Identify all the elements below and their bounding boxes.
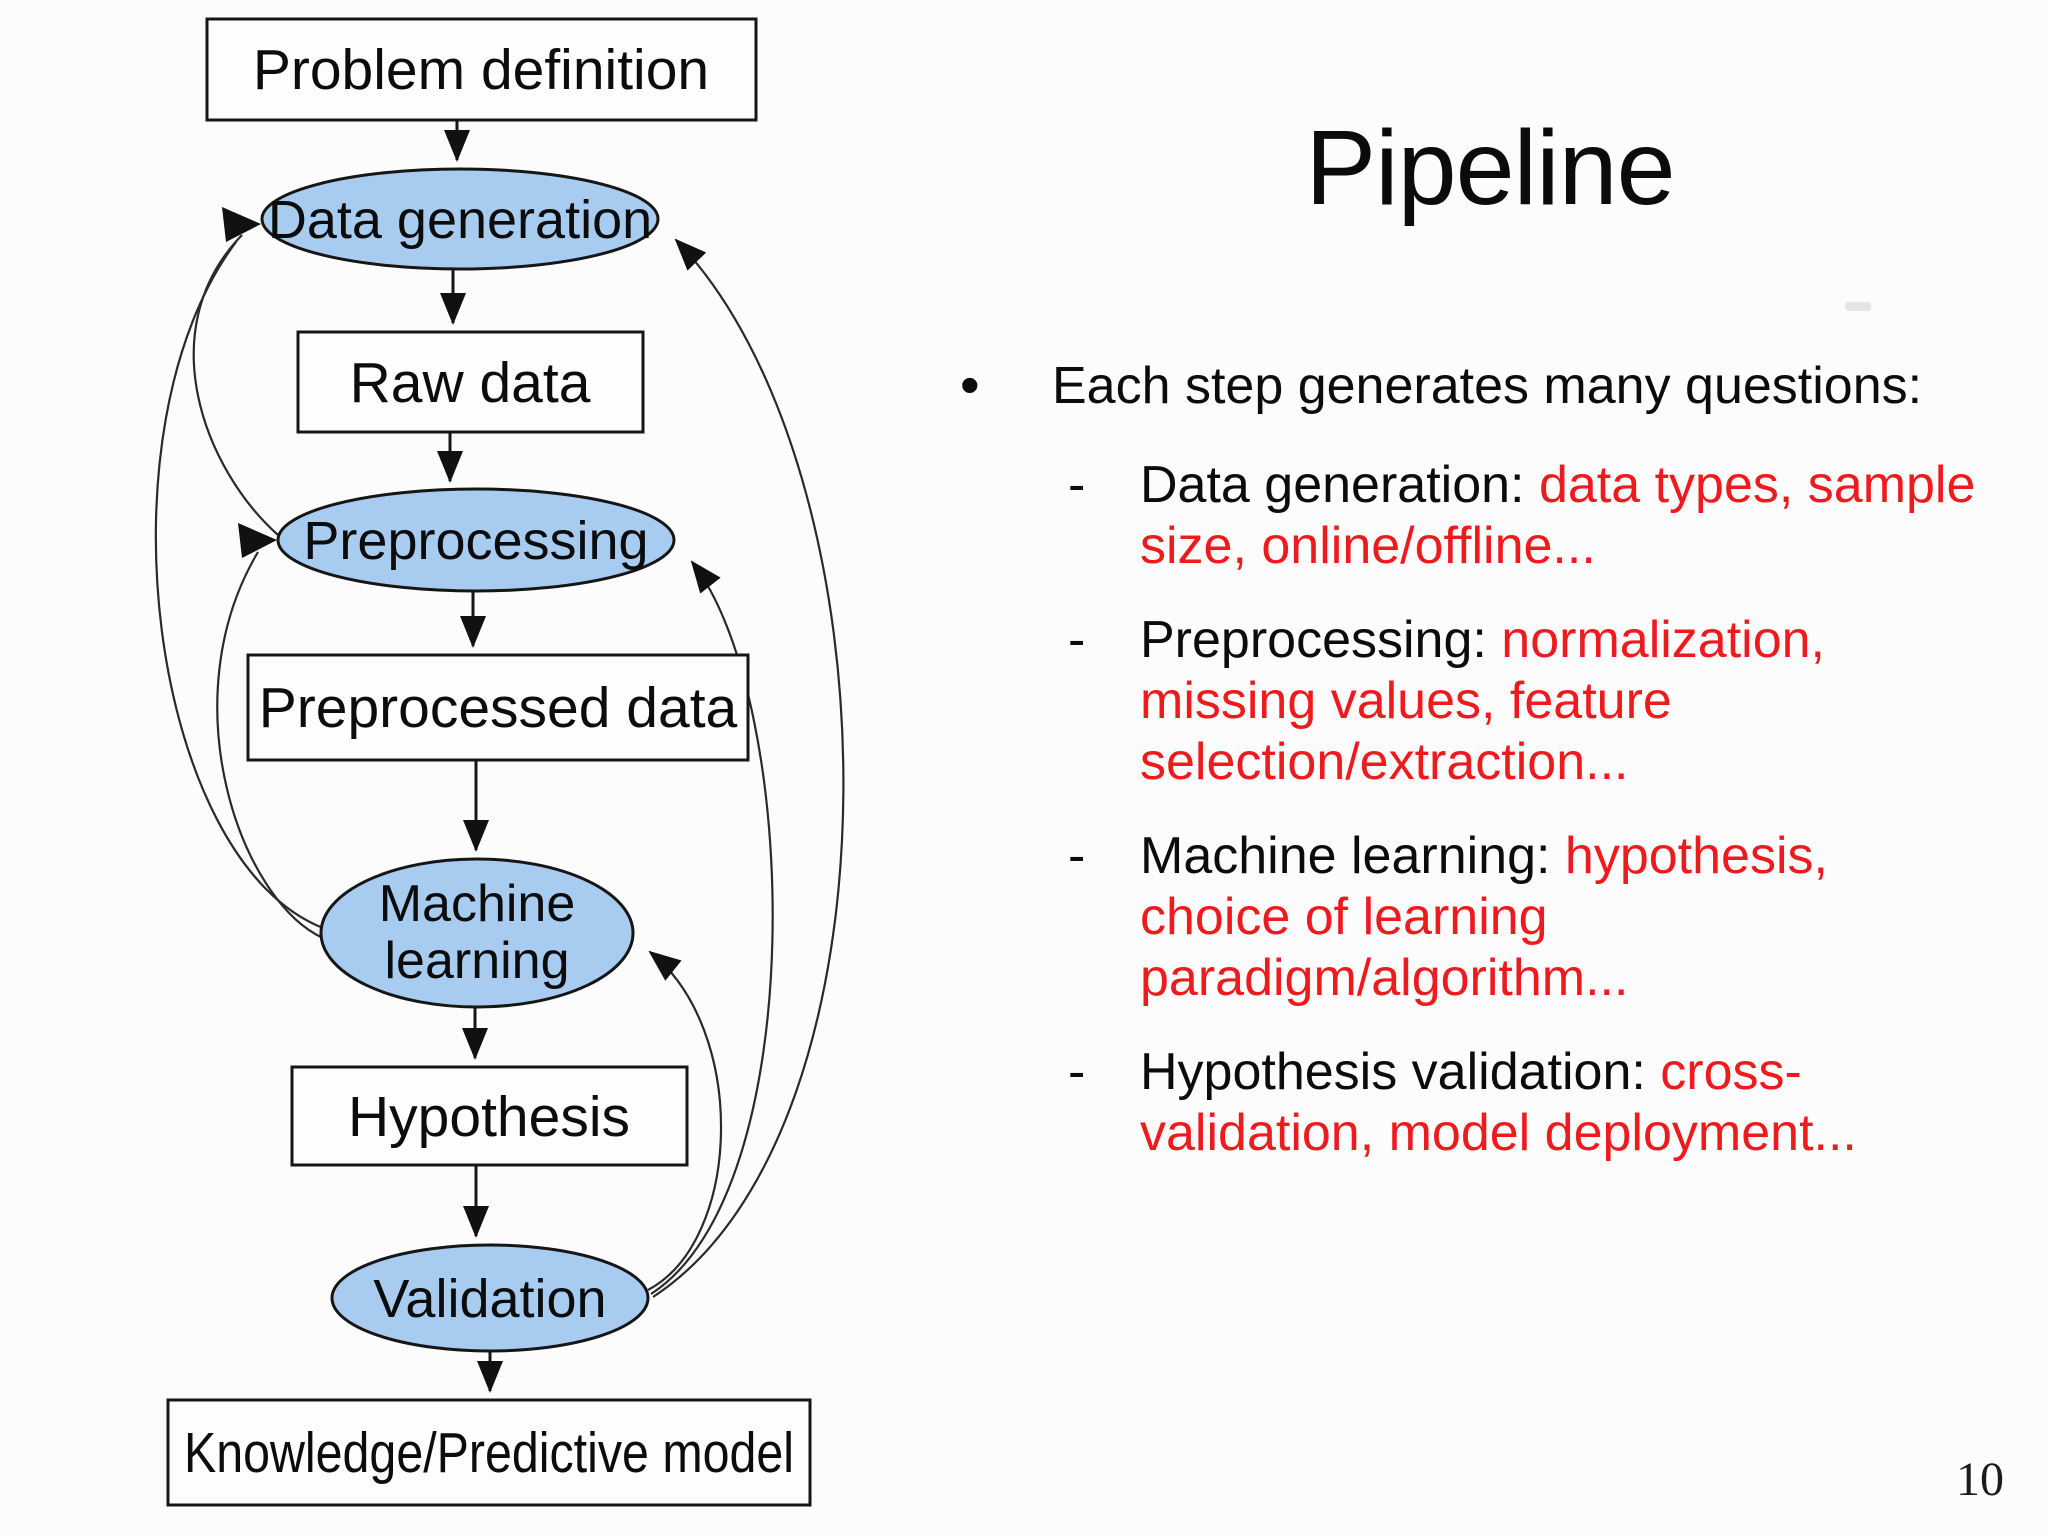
node-machine-learning-ellipse [319, 857, 635, 1009]
node-raw-data-label: Raw data [350, 351, 591, 415]
sub-bullet-preprocessing: - Preprocessing: normalization, missing … [1068, 610, 2048, 793]
feedback-arrow-machine-learning-to-data-generation [154, 241, 324, 930]
node-preprocessed-data-label: Preprocessed data [259, 676, 738, 740]
node-preprocessing-ellipse [276, 487, 676, 593]
sub-bullet-red-text: data types, sample [1538, 456, 1976, 514]
sub-bullet-red-text: normalization, [1501, 611, 1826, 669]
smudge-artifact [1845, 302, 1871, 311]
node-validation-label: Validation [373, 1269, 606, 1329]
sub-bullet-line: paradigm/algorithm... [1140, 949, 1629, 1007]
node-machine-learning-label-line1: Machine [379, 875, 576, 933]
sub-bullet-red-text: hypothesis, [1564, 827, 1828, 885]
node-knowledge-model-label: Knowledge/Predictive model [184, 1421, 794, 1485]
sub-bullet-label: Hypothesis validation: [1140, 1043, 1661, 1101]
sub-bullet-line: Machine learning: hypothesis, [1140, 826, 2048, 887]
node-raw-data-box [296, 330, 645, 434]
node-data-generation-ellipse [260, 167, 660, 271]
feedback-arrow-preprocessing-to-data-generation [192, 234, 279, 536]
node-knowledge-model-box [166, 1398, 812, 1507]
sub-bullet-line: size, online/offline... [1140, 517, 1596, 575]
sub-bullet-line: missing values, feature [1140, 672, 1672, 730]
intro-bullet-text: Each step generates many questions: [1052, 357, 1923, 415]
node-preprocessed-data-box [246, 653, 750, 762]
dash-marker: - [1068, 1043, 1086, 1101]
sub-bullet-data-generation: - Data generation: data types, sample si… [1068, 455, 2048, 577]
sub-bullet-label: Data generation: [1140, 456, 1539, 514]
feedback-arrow-machine-learning-to-preprocessing [216, 551, 324, 939]
sub-bullet-label: Preprocessing: [1140, 611, 1502, 669]
feedback-arrow-validation-to-preprocessing [650, 560, 774, 1295]
sub-bullet-line: choice of learning [1140, 888, 1548, 946]
page-number: 10 [1956, 1453, 2004, 1506]
sub-bullet-red-text: cross- [1660, 1043, 1802, 1101]
sub-bullet-line: validation, model deployment... [1140, 1104, 1857, 1162]
node-data-generation-label: Data generation [268, 190, 652, 250]
slide-title: Pipeline [1305, 109, 1675, 227]
sub-bullet-line: Data generation: data types, sample [1140, 455, 2048, 516]
feedback-arrow-validation-to-data-generation [652, 238, 845, 1298]
node-validation-ellipse [330, 1243, 650, 1353]
node-problem-definition-box [205, 17, 758, 122]
arrowhead-into-data-generation-left [222, 207, 261, 242]
node-problem-definition-label: Problem definition [253, 38, 709, 102]
sub-bullet-line: Preprocessing: normalization, [1140, 610, 2048, 671]
sub-bullet-line: selection/extraction... [1140, 733, 1629, 791]
dash-marker: - [1068, 611, 1086, 669]
feedback-arrow-validation-to-machine-learning [647, 950, 723, 1291]
pipeline-flowchart: Problem definition Data generation Raw d… [154, 17, 845, 1507]
bullet-dot-icon: • [960, 353, 980, 416]
node-hypothesis-label: Hypothesis [348, 1085, 630, 1149]
node-machine-learning-label-line2: learning [384, 932, 569, 990]
sub-bullet-line: Hypothesis validation: cross- [1140, 1042, 2048, 1103]
sub-bullet-machine-learning: - Machine learning: hypothesis, choice o… [1068, 826, 2048, 1009]
sub-bullet-hypothesis-validation: - Hypothesis validation: cross- validati… [1068, 1042, 2048, 1164]
sub-bullet-label: Machine learning: [1140, 827, 1565, 885]
arrowhead-into-preprocessing-left [238, 523, 277, 558]
node-hypothesis-box [290, 1065, 689, 1167]
node-preprocessing-label: Preprocessing [303, 511, 648, 571]
dash-marker: - [1068, 456, 1086, 514]
dash-marker: - [1068, 827, 1086, 885]
